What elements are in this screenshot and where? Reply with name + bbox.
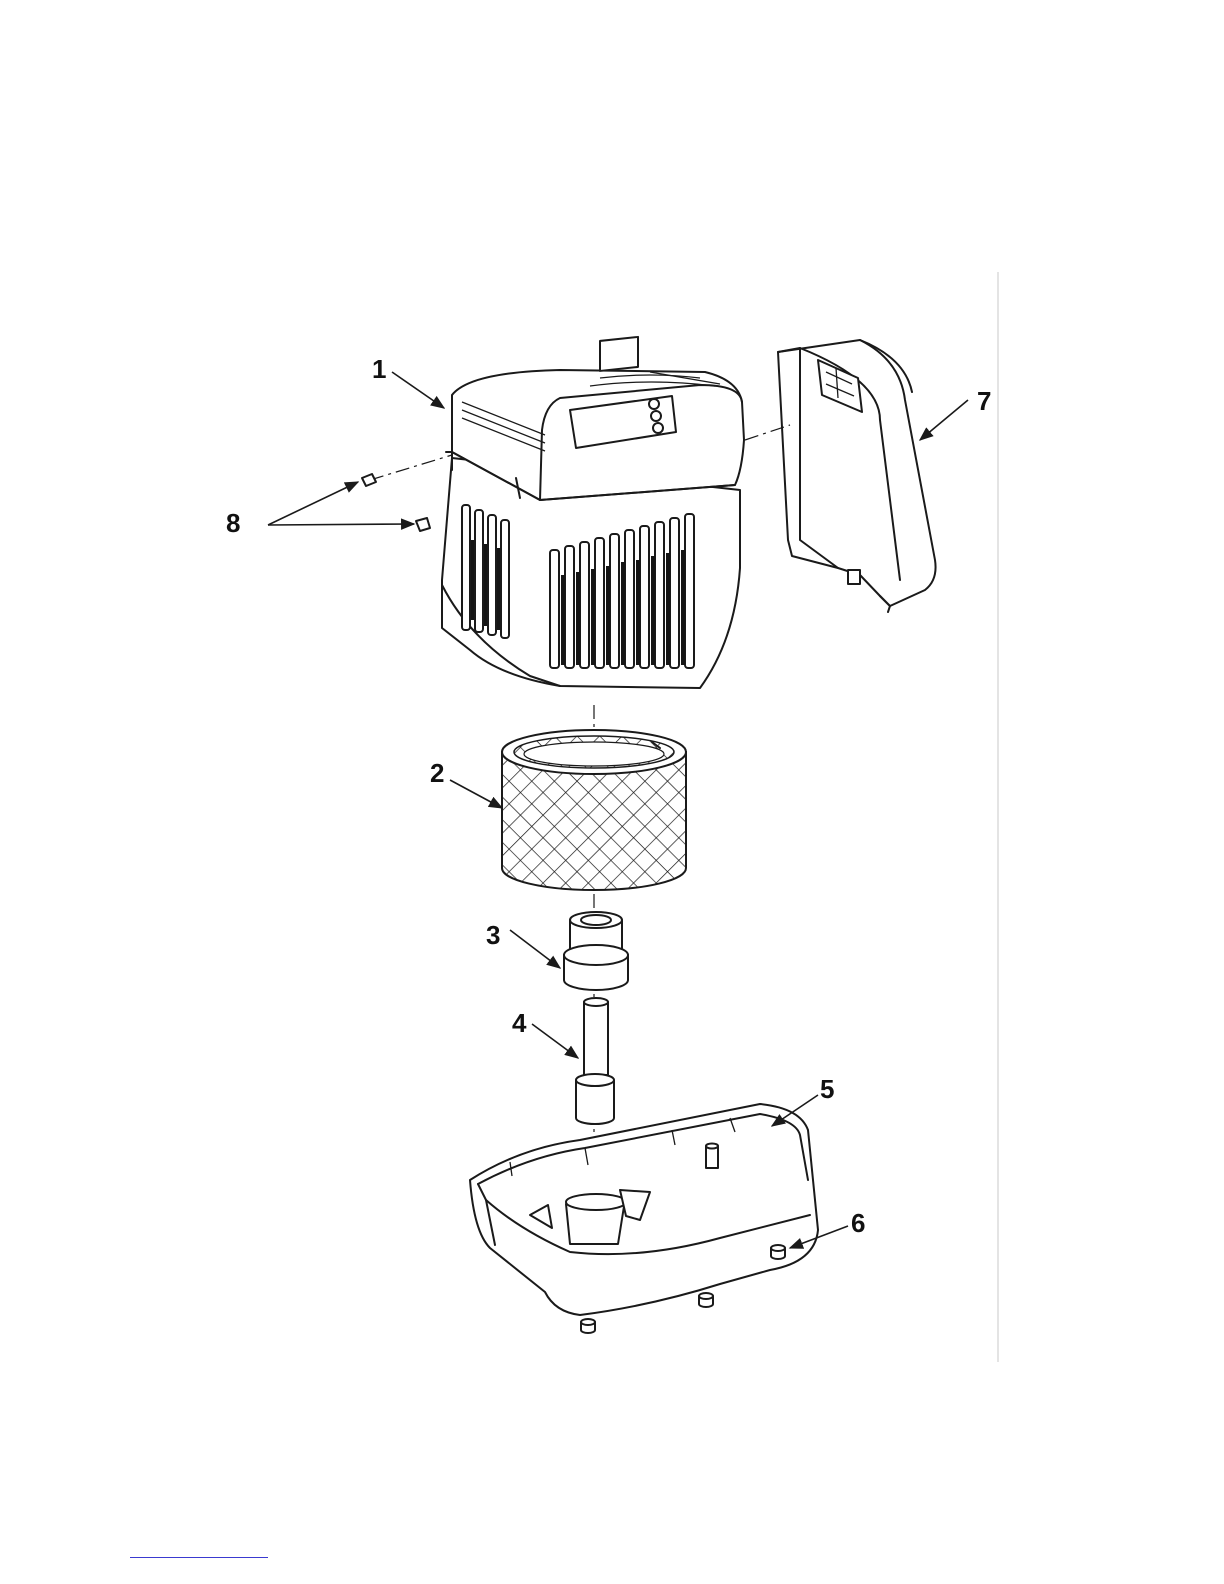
assembly-line-clips — [370, 455, 452, 480]
part-1-housing — [442, 337, 744, 688]
part-3-adapter — [564, 912, 628, 990]
callout-6: 6 — [851, 1208, 865, 1238]
part-8-clips — [362, 474, 430, 531]
callout-2: 2 — [430, 758, 444, 788]
callout-5: 5 — [820, 1074, 834, 1104]
callout-7: 7 — [977, 386, 991, 416]
part-5-base-tray — [470, 1104, 818, 1315]
part-2-wick-filter — [502, 730, 686, 890]
callout-8: 8 — [226, 508, 240, 538]
callout-3: 3 — [486, 920, 500, 950]
callout-1: 1 — [372, 354, 386, 384]
callout-4: 4 — [512, 1008, 527, 1038]
part-4-tube — [576, 998, 614, 1124]
footer-rule — [130, 1557, 268, 1558]
part-7-water-tank — [778, 340, 936, 612]
